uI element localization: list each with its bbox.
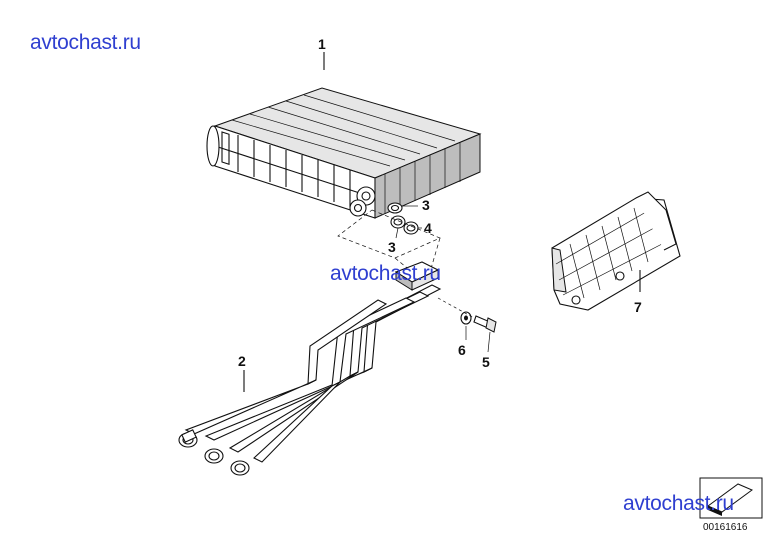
watermark-center: avtochast.ru (330, 262, 441, 285)
o-ring-leaders (395, 205, 422, 239)
part-label-3b: 3 (388, 239, 396, 255)
part-label-1: 1 (318, 36, 326, 52)
bolt[interactable] (473, 315, 497, 333)
heater-core[interactable] (206, 87, 482, 219)
watermark-top-left: avtochast.ru (30, 31, 141, 54)
cover-plate[interactable] (551, 191, 681, 311)
part-label-2: 2 (238, 353, 246, 369)
part-label-3a: 3 (422, 197, 430, 213)
washer[interactable] (460, 311, 472, 325)
part-label-7: 7 (634, 299, 642, 315)
leader-5 (487, 331, 491, 353)
watermark-bottom-right: avtochast.ru (623, 492, 734, 515)
diagram-number: 00161616 (703, 522, 748, 533)
part-label-5: 5 (482, 354, 490, 370)
diagram-stamp: 00161616 (699, 477, 763, 533)
part-label-6: 6 (458, 342, 466, 358)
bolt-guide-line (437, 297, 475, 319)
o-rings[interactable] (387, 202, 419, 235)
part-label-4: 4 (424, 220, 432, 236)
coolant-pipe-set[interactable] (178, 261, 442, 476)
